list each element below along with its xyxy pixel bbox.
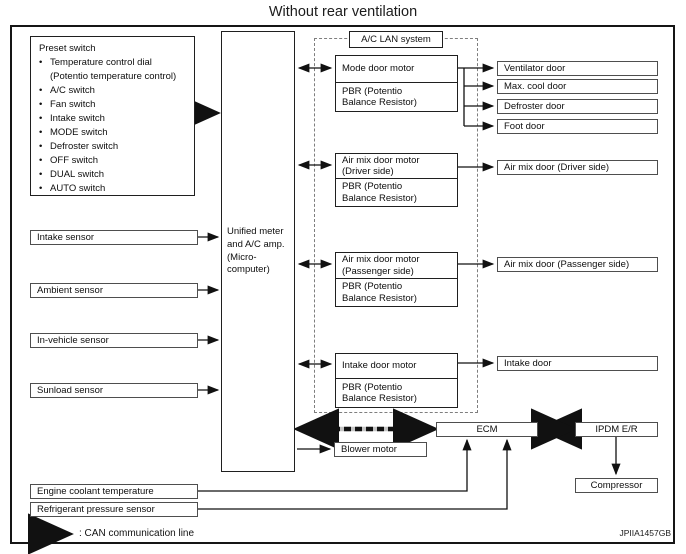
intake-door-motor-label: Intake door motor	[342, 360, 417, 372]
diagram-border	[10, 25, 675, 544]
ac-lan-system-label: A/C LAN system	[349, 31, 443, 48]
list-item: • A/C switch	[39, 85, 95, 96]
refrigerant-pressure-sensor-box: Refrigerant pressure sensor	[30, 502, 198, 517]
list-item: • OFF switch	[39, 155, 99, 166]
compressor-box: Compressor	[575, 478, 658, 493]
ipdm-er-box: IPDM E/R	[575, 422, 658, 437]
diagram-title: Without rear ventilation	[268, 4, 418, 20]
lan-bidirectional-arrows	[297, 63, 333, 369]
ambient-sensor-box: Ambient sensor	[30, 283, 198, 298]
sunload-sensor-box: Sunload sensor	[30, 383, 198, 398]
mode-door-branches	[458, 63, 495, 368]
intake-door-box: Intake door	[497, 356, 658, 371]
can-legend-label: : CAN communication line	[79, 528, 195, 539]
list-item-sub: (Potentio temperature control)	[50, 71, 177, 82]
unified-meter-label: Unified meter and A/C amp. (Micro- compu…	[227, 226, 285, 276]
figure-code: JPIIA1457GB	[619, 528, 671, 538]
airmix-passenger-motor-label: Air mix door motor(Passenger side)	[342, 254, 420, 277]
list-item: • DUAL switch	[39, 169, 105, 180]
list-item: • Temperature control dial	[39, 57, 152, 68]
list-item: • Intake switch	[39, 113, 105, 124]
intake-sensor-box: Intake sensor	[30, 230, 198, 245]
defroster-door-box: Defroster door	[497, 99, 658, 114]
preset-switch-box: Preset switch • Temperature control dial…	[30, 36, 195, 196]
can-lines	[27, 92, 583, 554]
in-vehicle-sensor-box: In-vehicle sensor	[30, 333, 198, 348]
list-item: • Fan switch	[39, 99, 96, 110]
list-item: • MODE switch	[39, 127, 108, 138]
airmix-driver-door-box: Air mix door (Driver side)	[497, 160, 658, 175]
list-item: • Defroster switch	[39, 141, 119, 152]
preset-switch-heading: Preset switch	[39, 43, 96, 54]
sensor-arrows	[198, 232, 220, 395]
airmix-passenger-motor-box: Air mix door motor(Passenger side) PBR (…	[335, 252, 458, 307]
engine-coolant-temperature-box: Engine coolant temperature	[30, 484, 198, 499]
mode-door-motor-label: Mode door motor	[342, 63, 415, 75]
max-cool-door-box: Max. cool door	[497, 79, 658, 94]
airmix-driver-motor-label: Air mix door motor(Driver side)	[342, 154, 420, 178]
airmix-passenger-door-box: Air mix door (Passenger side)	[497, 257, 658, 272]
airmix-driver-motor-box: Air mix door motor(Driver side) PBR (Pot…	[335, 153, 458, 207]
blower-motor-box: Blower motor	[334, 442, 427, 457]
unified-meter-ac-amp-box: Unified meter and A/C amp. (Micro- compu…	[221, 31, 295, 472]
ecm-box: ECM	[436, 422, 538, 437]
list-item: • AUTO switch	[39, 183, 106, 194]
foot-door-box: Foot door	[497, 119, 658, 134]
ventilator-door-box: Ventilator door	[497, 61, 658, 76]
